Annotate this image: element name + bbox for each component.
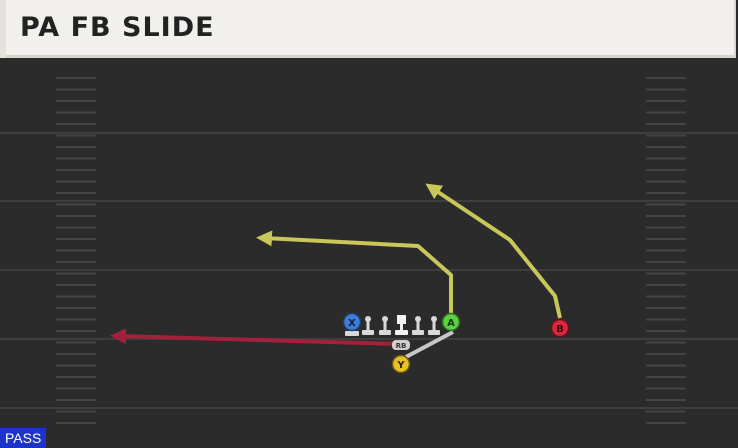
route-rb-flat [110,328,399,346]
player-x-label: X [348,318,356,329]
route-b-post [425,183,562,319]
player-a-label: A [447,318,455,329]
lineman-icon [428,316,440,335]
player-a[interactable]: A [441,312,461,332]
offensive-line [362,315,440,335]
player-x[interactable]: X [342,312,362,337]
lineman-icon [412,316,424,335]
player-y[interactable]: Y [391,354,411,374]
play-title-bar: PA FB SLIDE [0,0,736,58]
block-line-y [403,330,454,360]
lineman-icon [362,316,374,335]
player-y-label: Y [396,360,405,371]
player-b-label: B [556,324,564,335]
lineman-icon [379,316,391,335]
football-field: X A B RB Y [0,77,738,424]
yard-lines [0,132,738,409]
player-rb-label: RB [396,342,407,350]
play-title: PA FB SLIDE [20,12,215,43]
route-a-corner [256,230,453,313]
title-bar-edge [0,0,6,58]
play-type-badge: PASS [0,428,47,448]
player-b[interactable]: B [550,318,570,338]
player-rb[interactable]: RB [392,340,410,350]
hash-marks [56,77,686,424]
center-icon [395,315,408,335]
